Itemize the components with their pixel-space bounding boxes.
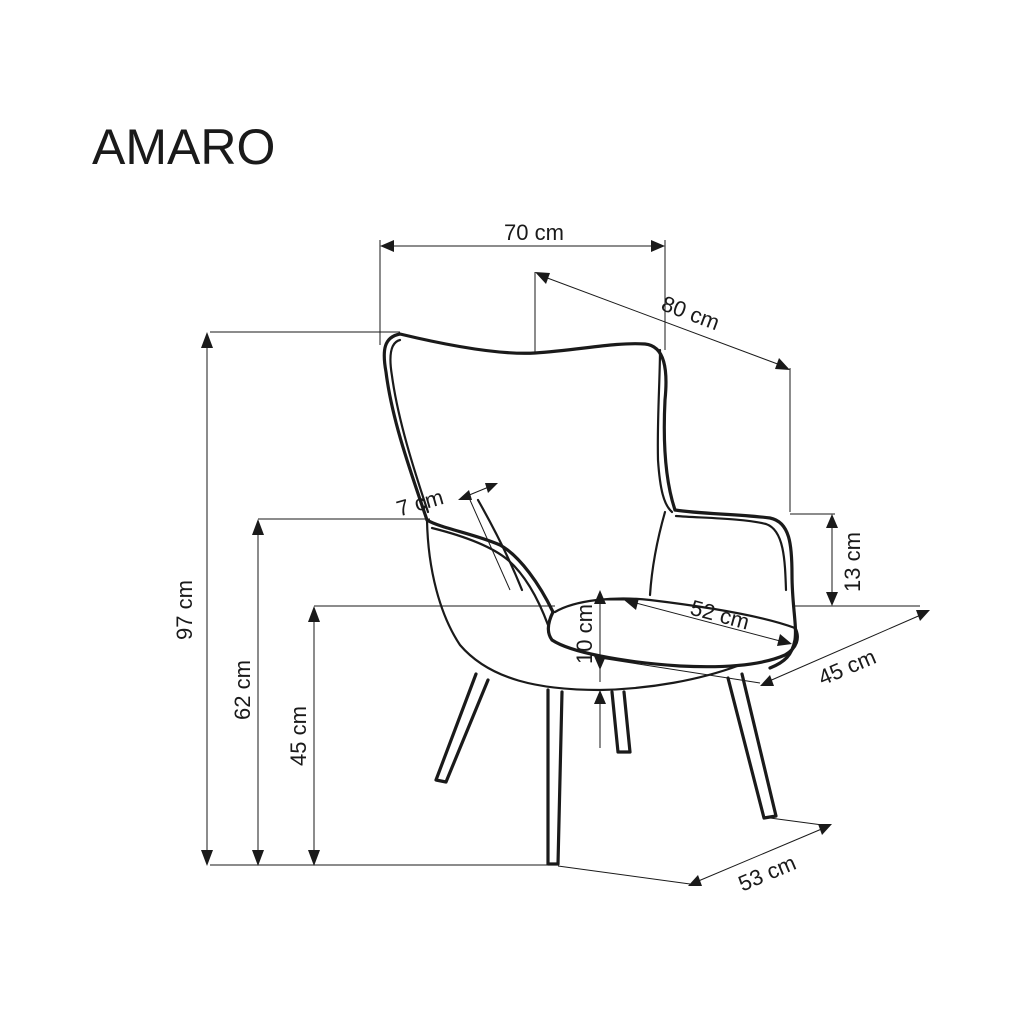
label-armrest-height: 62 cm (230, 660, 255, 720)
label-width: 70 cm (504, 220, 564, 245)
backrest-outline (382, 332, 677, 522)
dim-width: 70 cm (380, 220, 665, 252)
label-seat-height: 45 cm (286, 706, 311, 766)
dim-height-total: 97 cm (172, 332, 213, 866)
dim-seat-height: 45 cm (286, 606, 320, 866)
back-right-leg (610, 690, 632, 754)
back-left-leg (434, 672, 490, 784)
dim-seat-thickness: 10 cm (572, 590, 606, 704)
front-left-leg (546, 688, 564, 866)
right-armrest-inner (648, 510, 788, 597)
dim-armrest-height: 62 cm (230, 519, 264, 866)
backrest-inner-line (389, 338, 674, 514)
label-seat-thickness: 10 cm (572, 604, 597, 664)
dim-seat-depth: 45 cm (760, 610, 930, 690)
seat-cushion-top (553, 597, 797, 630)
dim-armrest-width: 7 cm (394, 483, 498, 521)
label-armrest-width: 7 cm (394, 484, 447, 521)
front-right-leg (726, 672, 778, 820)
extension-lines (210, 240, 920, 885)
label-height-total: 97 cm (172, 580, 197, 640)
backrest-seam (476, 498, 524, 592)
label-seat-width: 52 cm (688, 595, 752, 635)
dim-leg-spread: 53 cm (688, 824, 832, 896)
chair-outline (382, 332, 799, 866)
label-leg-spread: 53 cm (735, 850, 800, 896)
dim-armrest-above-seat: 13 cm (826, 514, 865, 606)
left-armrest-front (425, 518, 742, 692)
left-armrest (425, 518, 555, 614)
product-title: AMARO (92, 119, 276, 175)
label-armrest-above-seat: 13 cm (840, 532, 865, 592)
label-seat-depth: 45 cm (815, 644, 880, 690)
seat-cushion (546, 610, 799, 669)
label-depth-total: 80 cm (658, 291, 723, 335)
